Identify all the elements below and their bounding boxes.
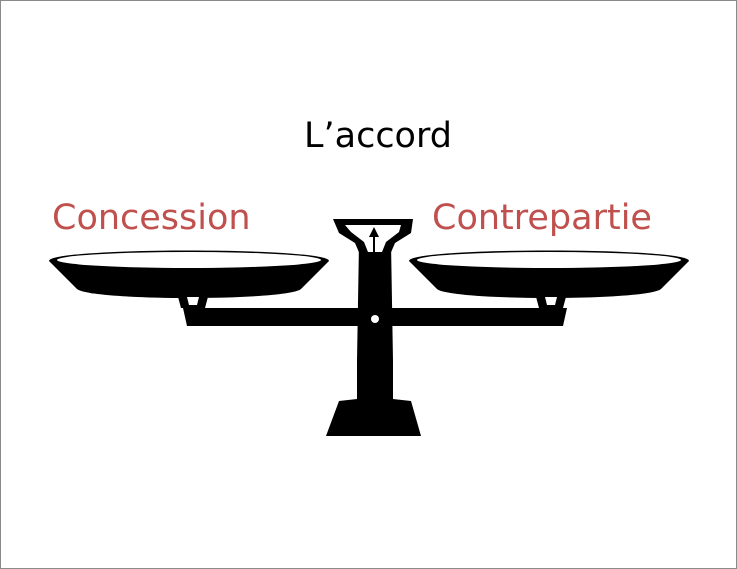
scale-pivot — [371, 315, 379, 323]
scale-base — [326, 361, 421, 436]
scale-pointer-tip — [369, 227, 379, 237]
diagram-title: L’accord — [304, 116, 452, 156]
right-hook-gap — [545, 297, 557, 305]
left-pan-rim — [57, 252, 321, 268]
right-pan-rim — [417, 252, 681, 268]
left-pan-label: Concession — [52, 198, 251, 238]
left-hook-gap — [187, 297, 199, 305]
right-pan-label: Contrepartie — [432, 198, 652, 238]
scale-column — [357, 243, 393, 361]
